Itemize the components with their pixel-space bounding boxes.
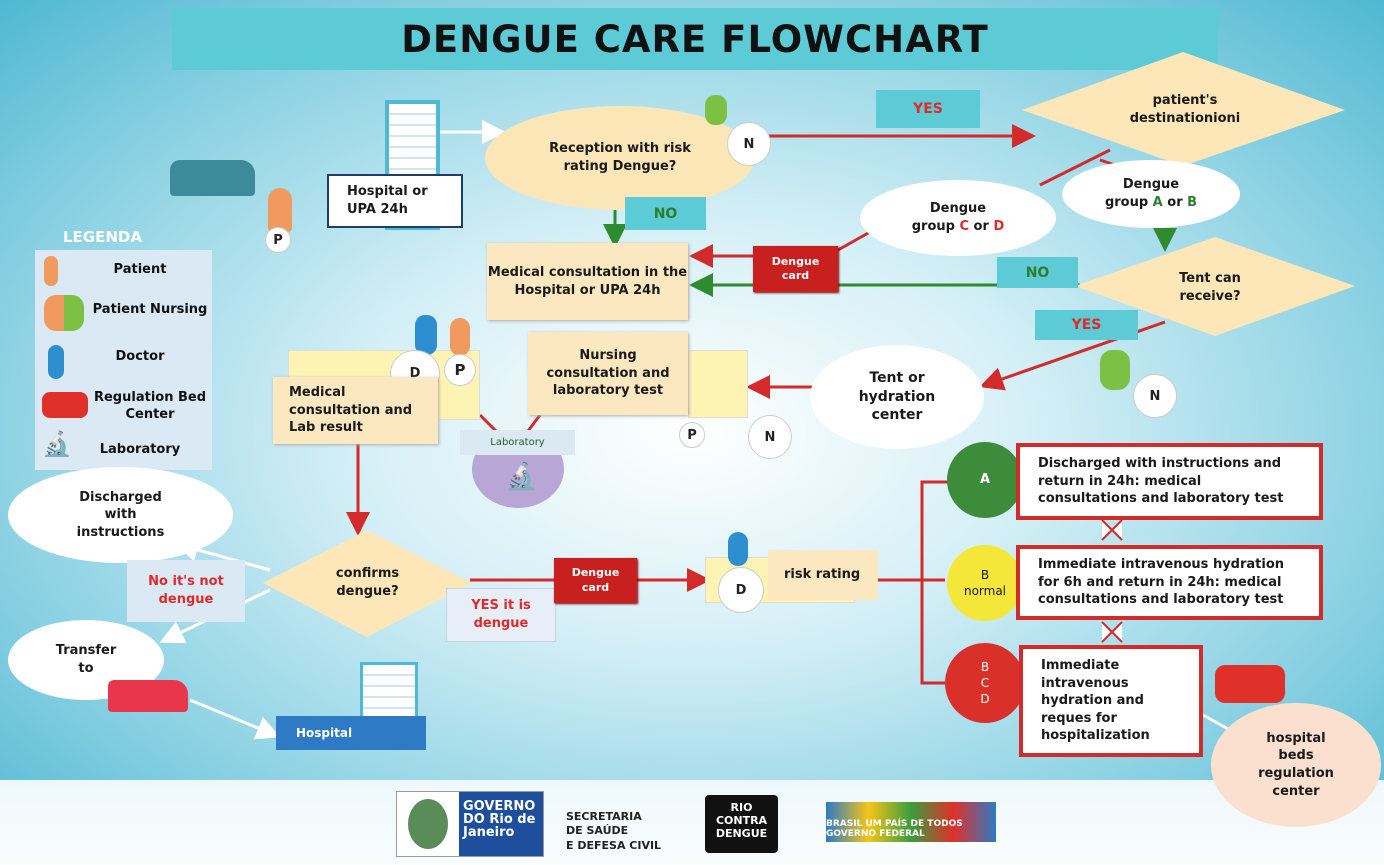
group-b-action: Immediate intravenous hydration for 6h a… [1016, 545, 1323, 620]
brasil-logo: BRASIL UM PAÍS DE TODOS GOVERNO FEDERAL [826, 802, 996, 842]
nursing-back-box [688, 350, 748, 418]
arrow-to-hospital [189, 698, 281, 740]
medical-lab-result-box: Medical consultation and Lab result [273, 377, 438, 444]
no-label-reception: NO [625, 197, 706, 230]
page-title: DENGUE CARE FLOWCHART [172, 8, 1218, 70]
microscope-icon: 🔬 [42, 430, 72, 458]
tent-hydration-node: Tent or hydration center [810, 345, 984, 449]
arrow-to-beds [1202, 713, 1231, 732]
legend-item-patient: Patient [113, 262, 167, 277]
patient-badge: P [679, 422, 705, 448]
not-dengue-label: No it's not dengue [127, 560, 245, 622]
dengue-card-top: Dengue card [753, 246, 838, 292]
hospital-label: Hospital [276, 716, 426, 750]
legend-item-doctor: Doctor [115, 349, 165, 364]
nurse-badge: N [1133, 374, 1177, 418]
group-a-circle: A [947, 442, 1023, 518]
doctor-icon [415, 315, 437, 355]
legend-box [35, 250, 212, 470]
double-arrow-a-b [1101, 519, 1123, 541]
patient-badge: P [444, 354, 476, 386]
legend-item-laboratory: Laboratory [99, 442, 181, 457]
dengue-card-bottom: Dengue card [554, 558, 637, 603]
doctor-icon [728, 532, 748, 566]
regulation-bed-icon [1215, 665, 1285, 703]
group-ab-node: Dengue group A or B [1062, 160, 1240, 228]
rio-logo: GOVERNO DO Rio de Janeiro [396, 791, 544, 857]
no-label-tent: NO [997, 257, 1078, 288]
nursing-consultation-box: Nursing consultation and laboratory test [528, 332, 688, 415]
ambulance-icon [108, 680, 188, 712]
group-cd-node: Dengue group C or D [860, 180, 1056, 256]
laboratory-label: Laboratory [460, 430, 575, 455]
confirms-node: confirms dengue? [335, 566, 400, 599]
medical-consultation-box: Medical consultation in the Hospital or … [487, 243, 688, 320]
regulation-bed-icon [42, 392, 88, 418]
patient-icon [450, 318, 470, 356]
footer [0, 780, 1384, 865]
nurse-icon [1100, 350, 1130, 390]
doctor-badge: D [718, 567, 764, 613]
hospital-beds-node: hospital beds regulation center [1211, 703, 1381, 827]
confirms-diamond [263, 530, 472, 637]
microscope-icon: 🔬 [505, 462, 538, 492]
double-arrow-b-bcd [1101, 621, 1123, 643]
group-a-action: Discharged with instructions and return … [1016, 443, 1323, 520]
legend-title: LEGENDA [63, 228, 142, 246]
patient-icon [44, 256, 58, 286]
nurse-icon [705, 95, 727, 125]
legend-item-patient-nursing: Patient Nursing [92, 302, 208, 317]
patient-icon [268, 188, 292, 232]
van-icon [170, 160, 255, 196]
doctor-icon [48, 345, 64, 379]
arrow-cd-card [837, 230, 871, 252]
tent-receive-diamond [1075, 237, 1355, 336]
destination-node: patient's destinationioni [1129, 93, 1241, 126]
arrow-risk-groups [878, 480, 948, 685]
rio-contra-dengue-logo: RIO CONTRA DENGUE [705, 795, 778, 853]
tent-receive-node: Tent can receive? [1179, 271, 1241, 304]
group-bcd-circle: B C D [945, 643, 1025, 723]
yes-label-tent: YES [1035, 310, 1138, 340]
arrow-dest-cd [1039, 148, 1111, 187]
yes-label-reception: YES [876, 90, 980, 128]
patient-badge: P [265, 227, 291, 253]
group-bcd-action: Immediate intravenous hydration and requ… [1019, 645, 1203, 757]
legend-item-regulation-bed: Regulation Bed Center [93, 390, 207, 422]
discharged-node: Discharged with instructions [8, 467, 233, 563]
patient-nursing-icon [44, 295, 84, 331]
yes-dengue-label: YES it is dengue [446, 588, 556, 642]
hospital-upa-box: Hospital or UPA 24h [327, 174, 463, 228]
nurse-badge: N [748, 415, 792, 459]
nurse-badge: N [727, 122, 771, 166]
risk-rating-box: risk rating [768, 550, 878, 600]
destination-diamond [1022, 52, 1345, 166]
